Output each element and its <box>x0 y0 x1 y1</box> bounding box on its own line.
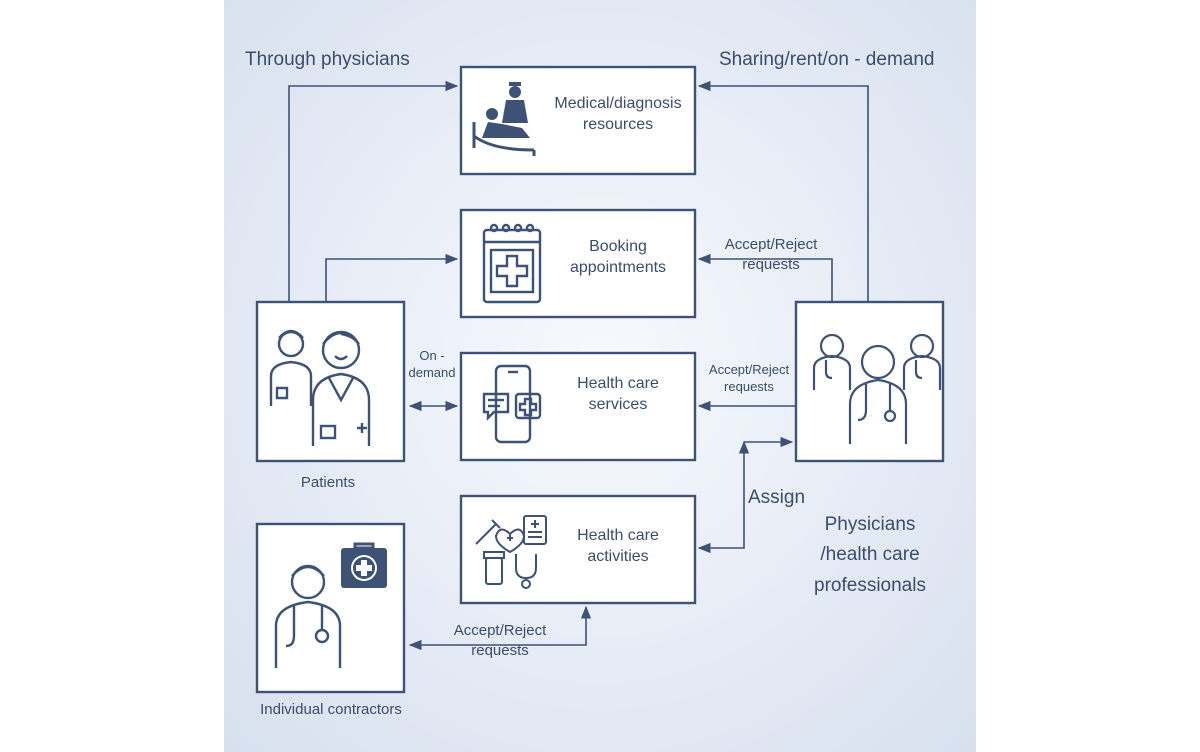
actor-label-physicians-line1: Physicians <box>824 514 916 535</box>
patients-icon <box>269 329 371 446</box>
label-accept-reject-services: Accept/Reject requests <box>709 362 789 396</box>
label-accept-reject-contractors: Accept/Reject requests <box>454 621 547 660</box>
box-label-activities-line2: activities <box>587 547 649 565</box>
calendar-medical-icon <box>482 223 542 304</box>
actor-label-physicians-line3: professionals <box>814 574 926 596</box>
diagram-lines <box>255 65 945 694</box>
box-label-services-line2: services <box>588 395 648 413</box>
box-label-medical-line1: Medical/diagnosis <box>554 95 682 112</box>
box-label-services: Health care services <box>577 374 659 416</box>
actor-label-contractors: Individual contractors <box>260 701 402 718</box>
label-accept-reject-contractors-line1: Accept/Reject <box>453 622 547 639</box>
box-label-booking-line2: appointments <box>569 258 667 276</box>
activities-box <box>459 494 697 605</box>
box-label-activities: Health care activities <box>577 526 659 568</box>
label-on-demand: On - demand <box>409 348 456 382</box>
box-label-activities-line1: Health care <box>577 527 659 544</box>
label-assign: Assign <box>748 487 806 508</box>
label-accept-reject-booking-line1: Accept/Reject <box>724 236 818 253</box>
patient-bed-icon <box>472 82 536 156</box>
medical-kit-icon <box>341 542 387 588</box>
actor-label-patients: Patients <box>300 474 356 491</box>
label-on-demand-line2: demand <box>408 364 456 380</box>
actor-label-physicians-line2: /health care <box>820 544 920 566</box>
label-accept-reject-services-line2: requests <box>724 378 774 394</box>
arrow-physicians-to-medical <box>697 80 869 302</box>
medical-supplies-icon <box>475 515 547 589</box>
diagram-canvas: Through physicians Sharing/rent/on - dem… <box>224 0 976 752</box>
label-accept-reject-services-line1: Accept/Reject <box>708 362 790 377</box>
actor-label-physicians: Physicians /health care professionals <box>814 510 926 601</box>
box-label-medical-line2: resources <box>582 115 654 133</box>
mobile-health-icon <box>482 364 542 444</box>
label-through-physicians: Through physicians <box>245 49 410 70</box>
label-accept-reject-contractors-line2: requests <box>471 641 529 659</box>
physicians-icon <box>812 333 942 444</box>
box-label-medical: Medical/diagnosis resources <box>554 94 681 136</box>
booking-box <box>459 208 697 319</box>
box-label-booking-line1: Booking <box>589 238 647 255</box>
arrow-physicians-to-booking <box>697 253 833 302</box>
label-on-demand-line1: On - <box>419 348 445 363</box>
medical-resources-box <box>459 65 697 176</box>
label-sharing-rent: Sharing/rent/on - demand <box>719 49 935 70</box>
arrow-patients-to-medical <box>288 80 459 302</box>
label-accept-reject-booking-line2: requests <box>742 255 800 273</box>
contractor-icon <box>274 564 342 668</box>
arrow-contractors-activities <box>408 605 592 651</box>
box-label-services-line1: Health care <box>577 375 659 392</box>
arrow-patients-to-booking <box>325 253 459 302</box>
box-label-booking: Booking appointments <box>570 237 666 279</box>
arrow-assign <box>697 440 750 554</box>
label-accept-reject-booking: Accept/Reject requests <box>725 235 818 274</box>
